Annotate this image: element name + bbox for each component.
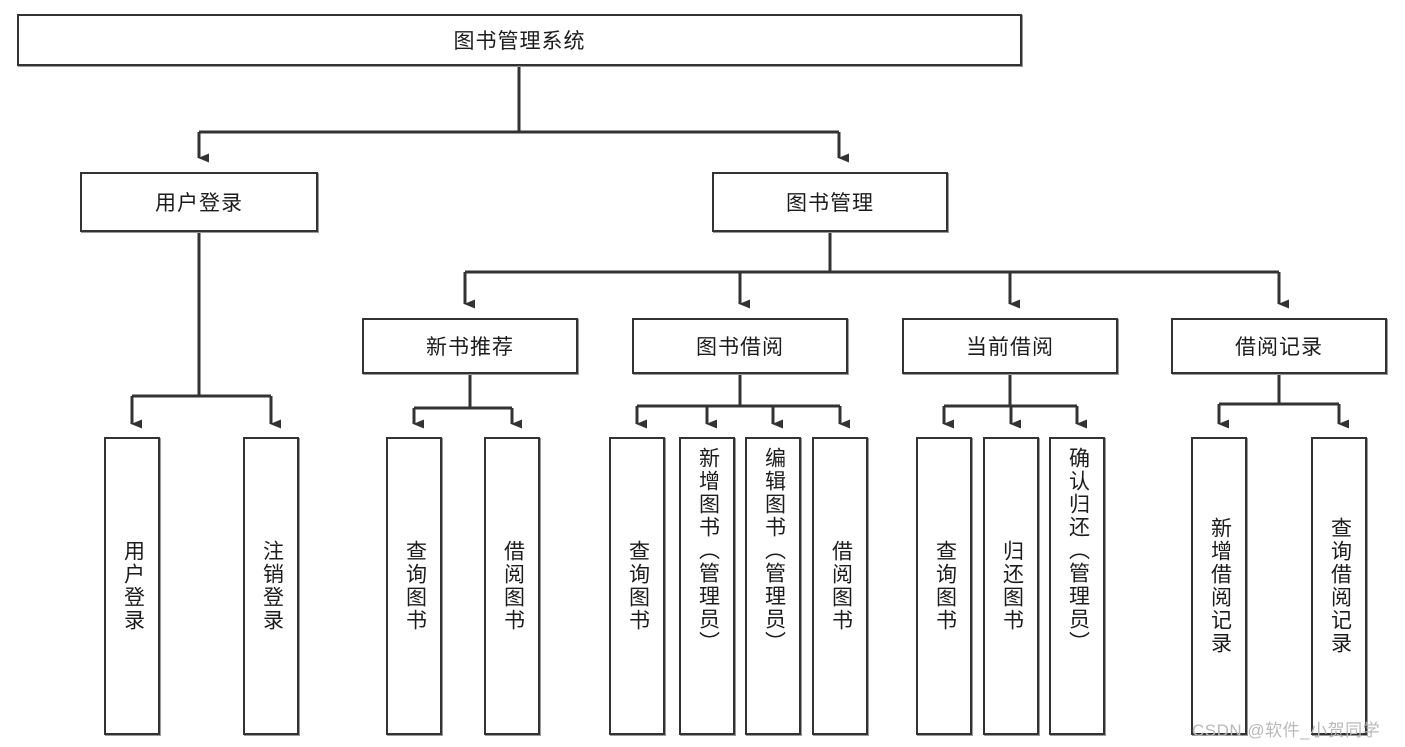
leaf-currentborrow-return-book[interactable]: 归还图书	[983, 437, 1039, 735]
leaf-newbook-borrow-book[interactable]: 借阅图书	[484, 437, 540, 735]
leaf-borrowrecord-query-record[interactable]: 查询借阅记录	[1311, 437, 1367, 735]
leaf-user-login-label: 用户登录	[121, 540, 145, 632]
node-user-login[interactable]: 用户登录	[80, 172, 318, 232]
node-book-management-label: 图书管理	[786, 192, 874, 215]
leaf-currentborrow-return-book-label: 归还图书	[1000, 540, 1024, 632]
node-current-borrow-label: 当前借阅	[966, 336, 1054, 359]
node-new-book-recommend[interactable]: 新书推荐	[362, 318, 578, 374]
leaf-borrowrecord-add-record[interactable]: 新增借阅记录	[1191, 437, 1247, 735]
node-borrow-record[interactable]: 借阅记录	[1171, 318, 1387, 374]
leaf-borrowrecord-add-record-label: 新增借阅记录	[1208, 517, 1232, 655]
node-user-login-label: 用户登录	[155, 192, 243, 215]
node-borrow-record-label: 借阅记录	[1235, 336, 1323, 359]
leaf-newbook-borrow-book-label: 借阅图书	[501, 540, 525, 632]
leaf-bookborrow-query-book-label: 查询图书	[626, 540, 650, 632]
leaf-logout-label: 注销登录	[260, 540, 284, 632]
leaf-bookborrow-borrow-book-label: 借阅图书	[829, 540, 853, 632]
leaf-currentborrow-query-book-label: 查询图书	[933, 540, 957, 632]
leaf-newbook-query-book[interactable]: 查询图书	[386, 437, 442, 735]
node-book-management[interactable]: 图书管理	[712, 172, 948, 232]
node-book-borrow-label: 图书借阅	[696, 336, 784, 359]
node-root-label: 图书管理系统	[453, 30, 586, 53]
leaf-user-login[interactable]: 用户登录	[104, 437, 160, 735]
leaf-bookborrow-query-book[interactable]: 查询图书	[609, 437, 665, 735]
leaf-currentborrow-query-book[interactable]: 查询图书	[916, 437, 972, 735]
leaf-logout[interactable]: 注销登录	[243, 437, 299, 735]
node-root[interactable]: 图书管理系统	[17, 14, 1022, 66]
node-book-borrow[interactable]: 图书借阅	[632, 318, 848, 374]
leaf-bookborrow-edit-book-admin-label: 编辑图书（管理员）	[762, 447, 786, 654]
leaf-bookborrow-edit-book-admin[interactable]: 编辑图书（管理员）	[745, 437, 801, 735]
leaf-currentborrow-confirm-return-admin[interactable]: 确认归还（管理员）	[1049, 437, 1105, 735]
node-current-borrow[interactable]: 当前借阅	[902, 318, 1118, 374]
leaf-newbook-query-book-label: 查询图书	[403, 540, 427, 632]
node-new-book-recommend-label: 新书推荐	[426, 336, 514, 359]
leaf-bookborrow-add-book-admin[interactable]: 新增图书（管理员）	[679, 437, 735, 735]
leaf-bookborrow-borrow-book[interactable]: 借阅图书	[812, 437, 868, 735]
csdn-watermark: CSDN @软件_小贺同学	[1192, 721, 1381, 740]
leaf-bookborrow-add-book-admin-label: 新增图书（管理员）	[696, 447, 720, 654]
leaf-borrowrecord-query-record-label: 查询借阅记录	[1328, 517, 1352, 655]
leaf-currentborrow-confirm-return-admin-label: 确认归还（管理员）	[1066, 447, 1090, 654]
